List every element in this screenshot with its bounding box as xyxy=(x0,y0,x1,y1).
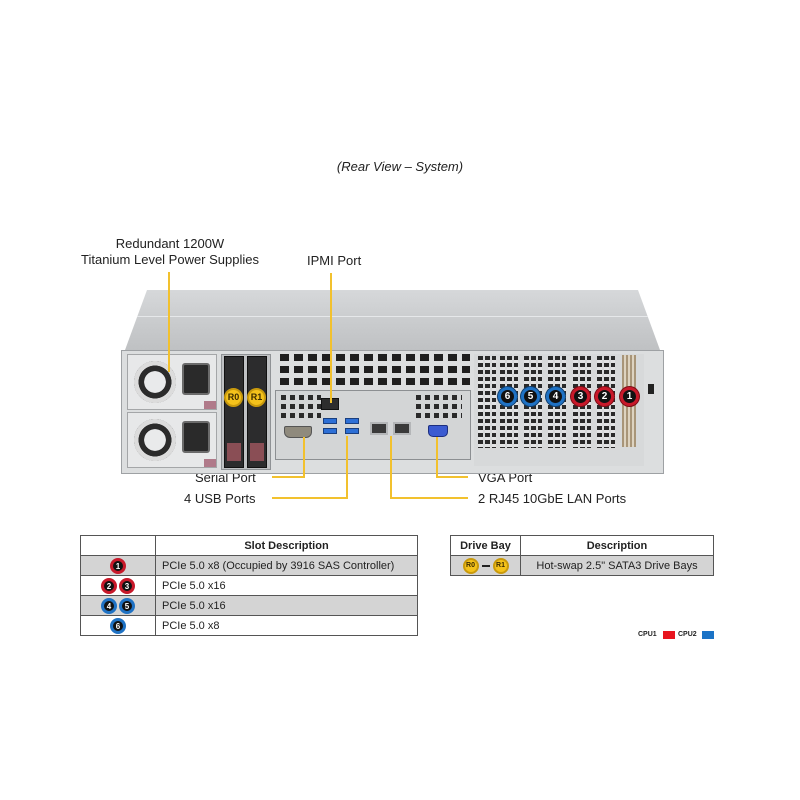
drive-bay-r0 xyxy=(224,356,244,468)
legend-cpu2-label: CPU2 xyxy=(678,631,697,638)
power-socket-icon xyxy=(182,421,210,453)
usb-port-4 xyxy=(345,428,359,434)
slot-badge-5: 5 xyxy=(119,597,135,614)
usb-port-1 xyxy=(323,418,337,424)
slot-description-table: Slot Description 1 PCIe 5.0 x8 (Occupied… xyxy=(80,535,418,636)
slot-badge-4: 4 xyxy=(546,387,565,406)
slot-badge-1: 1 xyxy=(620,387,639,406)
pcie-vent-column xyxy=(478,356,496,448)
callout-power-supplies-line1: Redundant 1200W xyxy=(115,236,225,251)
slot-description: PCIe 5.0 x16 xyxy=(155,595,418,616)
chassis-side-latch xyxy=(648,384,654,394)
io-vent-left xyxy=(281,395,321,421)
slot-badge-2: 2 xyxy=(595,387,614,406)
slot-description: PCIe 5.0 x8 xyxy=(155,615,418,636)
table-row: 1 PCIe 5.0 x8 (Occupied by 3916 SAS Cont… xyxy=(80,555,418,576)
drive-latch xyxy=(227,443,241,461)
power-supply-1 xyxy=(127,354,217,410)
callout-lan-ports: 2 RJ45 10GbE LAN Ports xyxy=(478,491,627,506)
lan-port-1 xyxy=(370,422,388,435)
drive-description-header: Description xyxy=(520,535,714,556)
usb-port-2 xyxy=(323,428,337,434)
figure-caption: (Rear View – System) xyxy=(336,159,464,174)
slot-description: PCIe 5.0 x8 (Occupied by 3916 SAS Contro… xyxy=(155,555,418,576)
vga-port xyxy=(428,425,448,437)
slot-badge-4: 4 xyxy=(101,597,117,614)
cover-seam xyxy=(135,316,650,317)
table-header-row: Slot Description xyxy=(80,535,418,556)
leader-serial-horizontal xyxy=(272,476,305,478)
drive-bay-table: Drive Bay Description R0 R1 Hot-swap 2.5"… xyxy=(450,535,714,576)
io-vent-right xyxy=(416,395,462,421)
leader-vga-horizontal xyxy=(436,476,468,478)
drive-badge-r1: R1 xyxy=(492,557,509,574)
slot-icons-cell: 1 xyxy=(80,555,156,576)
slot-description-header: Slot Description xyxy=(155,535,418,556)
callout-power-supplies: Redundant 1200W Titanium Level Power Sup… xyxy=(78,236,262,268)
callout-power-supplies-line2: Titanium Level Power Supplies xyxy=(81,252,259,267)
slot-icon-header xyxy=(80,535,156,556)
drive-bay-header: Drive Bay xyxy=(450,535,521,556)
range-dash xyxy=(481,564,490,567)
drive-latch xyxy=(250,443,264,461)
leader-ipmi xyxy=(330,273,332,403)
leader-serial-vertical xyxy=(303,437,305,477)
leader-lan-horizontal xyxy=(390,497,468,499)
slot-badge-3: 3 xyxy=(571,387,590,406)
drive-badge-r0: R0 xyxy=(462,557,479,574)
power-socket-icon xyxy=(182,363,210,395)
legend-cpu1-label: CPU1 xyxy=(638,631,657,638)
slot-icons-cell: 6 xyxy=(80,615,156,636)
psu-release-tab xyxy=(204,459,216,467)
table-row: 6 PCIe 5.0 x8 xyxy=(80,615,418,636)
fan-icon xyxy=(134,419,176,461)
slot-badge-3: 3 xyxy=(119,577,135,594)
slot-badge-6: 6 xyxy=(498,387,517,406)
usb-port-3 xyxy=(345,418,359,424)
drive-bay-r1 xyxy=(247,356,267,468)
legend-cpu1-swatch xyxy=(663,631,675,639)
leader-usb-horizontal xyxy=(272,497,348,499)
slot-badge-5: 5 xyxy=(521,387,540,406)
slot-description: PCIe 5.0 x16 xyxy=(155,575,418,596)
slot-badge-1: 1 xyxy=(110,557,126,574)
slot-badge-6: 6 xyxy=(110,617,126,634)
callout-ipmi-port: IPMI Port xyxy=(307,253,362,268)
serial-port xyxy=(284,426,312,438)
drive-badge-r1: R1 xyxy=(247,388,266,407)
table-header-row: Drive Bay Description xyxy=(450,535,714,556)
table-row: R0 R1 Hot-swap 2.5" SATA3 Drive Bays xyxy=(450,555,714,576)
lan-port-2 xyxy=(393,422,411,435)
drive-badge-r0: R0 xyxy=(224,388,243,407)
drive-description: Hot-swap 2.5" SATA3 Drive Bays xyxy=(520,555,714,576)
callout-usb-ports: 4 USB Ports xyxy=(184,491,256,506)
psu-release-tab xyxy=(204,401,216,409)
leader-power-supplies xyxy=(168,272,170,372)
leader-usb-vertical xyxy=(346,436,348,499)
drive-bay-icons-cell: R0 R1 xyxy=(450,555,521,576)
chassis-top-cover xyxy=(125,290,660,350)
leader-vga-vertical xyxy=(436,437,438,477)
slot-badge-2: 2 xyxy=(101,577,117,594)
leader-lan-vertical xyxy=(390,436,392,499)
chassis-vent-grid xyxy=(280,354,470,390)
legend-cpu2-swatch xyxy=(702,631,714,639)
power-supply-2 xyxy=(127,412,217,468)
